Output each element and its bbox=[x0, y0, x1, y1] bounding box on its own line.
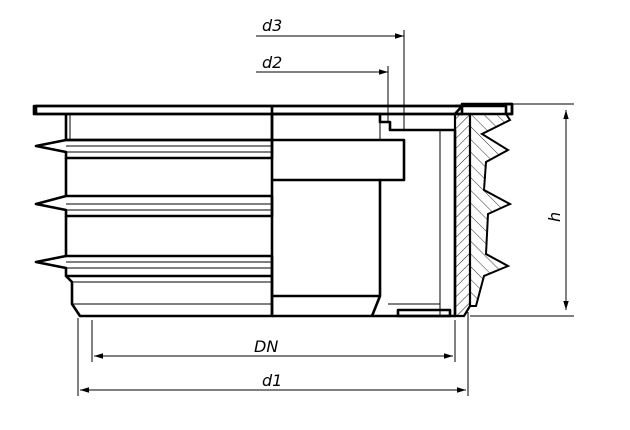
h-label: h bbox=[545, 212, 564, 222]
dimension-d2: d2 bbox=[256, 53, 389, 122]
plug-body bbox=[32, 102, 514, 318]
hatched-wall bbox=[453, 112, 472, 318]
dn-label: DN bbox=[254, 337, 278, 356]
upper-collar bbox=[64, 114, 274, 142]
d2-label: d2 bbox=[262, 53, 282, 72]
fin-3 bbox=[34, 254, 274, 278]
dimension-h: h bbox=[470, 103, 574, 317]
sealing-fins bbox=[34, 138, 274, 278]
plug-section bbox=[272, 112, 513, 318]
fin-1 bbox=[34, 138, 274, 160]
body-band-1 bbox=[64, 158, 272, 198]
body-band-2 bbox=[64, 216, 272, 258]
hatched-fins bbox=[469, 113, 513, 307]
dimension-d3: d3 bbox=[256, 16, 405, 130]
fin-2 bbox=[34, 194, 274, 218]
bottom-lip bbox=[396, 308, 452, 318]
d3-label: d3 bbox=[262, 16, 282, 35]
dimension-dn: DN bbox=[91, 320, 456, 362]
dimension-d1: d1 bbox=[77, 312, 469, 396]
inner-socket bbox=[272, 138, 406, 317]
flange-right-step bbox=[454, 102, 514, 116]
section-wall bbox=[272, 112, 457, 318]
d1-label: d1 bbox=[262, 371, 282, 390]
flange-rim bbox=[32, 104, 464, 116]
